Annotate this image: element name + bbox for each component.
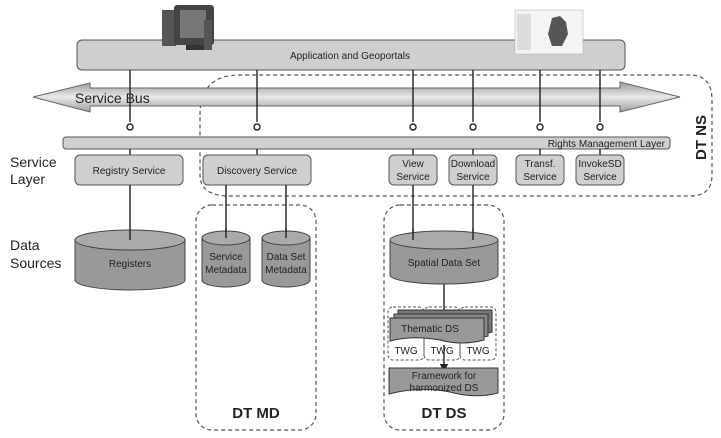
application-geoportals-bar (76, 39, 626, 71)
data-sources-label-1: Data (10, 237, 40, 253)
discovery-service: Discovery Service (202, 154, 312, 186)
svg-text:Service: Service (523, 172, 557, 183)
transformation-service: Transf. Service (515, 154, 565, 186)
computer-icon (162, 5, 214, 50)
svg-text:Registers: Registers (109, 259, 151, 270)
svg-text:Framework for: Framework for (412, 371, 477, 382)
view-service: View Service (388, 154, 438, 186)
data-sources-label-2: Sources (10, 255, 61, 271)
svg-text:Metadata: Metadata (205, 265, 247, 276)
dt-ns-label: DT NS (693, 115, 710, 160)
registers-store: Registers (74, 229, 186, 291)
dataset-metadata-store: Data Set Metadata (261, 228, 311, 288)
dt-md-group (195, 204, 317, 431)
rights-management-layer (62, 136, 671, 150)
spatial-data-set-store: Spatial Data Set (389, 228, 499, 285)
registry-service: Registry Service (74, 154, 184, 186)
svg-text:Spatial Data Set: Spatial Data Set (408, 258, 480, 269)
download-service: Download Service (448, 154, 498, 186)
svg-text:Metadata: Metadata (265, 265, 307, 276)
invoke-sd-service: InvokeSD Service (575, 154, 625, 186)
twg-label-1: TWG (394, 346, 418, 357)
rights-management-label: Rights Management Layer (548, 139, 666, 150)
svg-text:Transf.: Transf. (525, 159, 556, 170)
dt-ns-group (199, 74, 713, 197)
svg-text:Registry Service: Registry Service (93, 166, 166, 177)
svg-text:Service: Service (396, 172, 430, 183)
service-layer-label-1: Service (10, 154, 57, 170)
twg-label-3: TWG (466, 346, 490, 357)
framework-harmonized-ds: Framework for harmonized DS (388, 367, 499, 397)
thematic-ds-stack: Thematic DS (389, 309, 493, 344)
dt-ds-group (383, 204, 505, 431)
svg-text:View: View (402, 159, 424, 170)
dt-ds-label: DT DS (422, 405, 467, 422)
service-bus-arrow (32, 81, 681, 113)
svg-text:harmonized DS: harmonized DS (410, 383, 479, 394)
svg-text:Service: Service (209, 252, 243, 263)
bus-connectors (129, 70, 601, 122)
service-bus-label: Service Bus (75, 90, 150, 106)
svg-text:Service: Service (456, 172, 490, 183)
service-metadata-store: Service Metadata (201, 228, 251, 288)
dt-md-label: DT MD (232, 405, 280, 422)
svg-text:InvokeSD: InvokeSD (578, 159, 621, 170)
geoportal-map-icon (514, 9, 584, 55)
svg-text:Thematic DS: Thematic DS (401, 324, 459, 335)
application-geoportals-label: Application and Geoportals (290, 51, 410, 62)
svg-text:Data Set: Data Set (267, 252, 306, 263)
svg-text:Service: Service (583, 172, 617, 183)
service-layer-label-2: Layer (10, 171, 45, 187)
twg-label-2: TWG (430, 346, 454, 357)
svg-text:Download: Download (451, 159, 495, 170)
svg-text:Discovery Service: Discovery Service (217, 166, 297, 177)
interface-sockets (126, 123, 604, 131)
